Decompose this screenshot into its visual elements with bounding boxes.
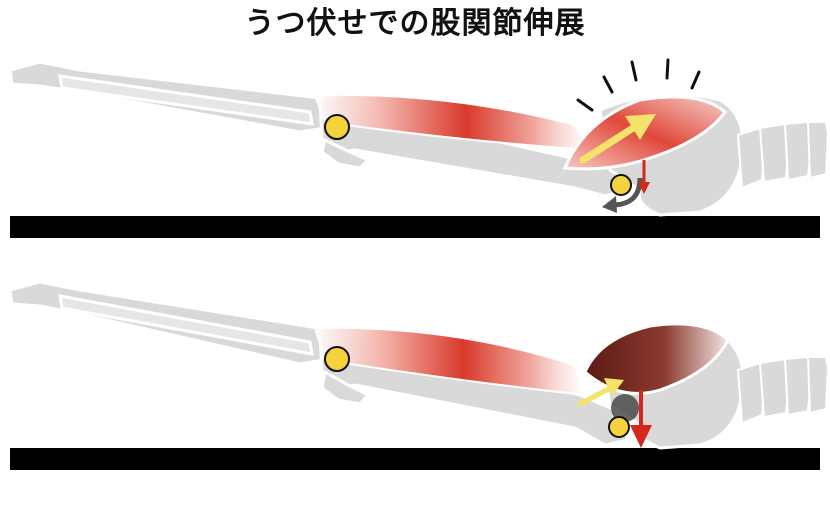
hip-press-arrow-icon: [630, 390, 652, 448]
emphasis-lines-icon: [576, 58, 701, 112]
knee-joint-icon: [324, 346, 350, 372]
hip-joint-icon: [608, 416, 630, 438]
page-title: うつ伏せでの股関節伸展: [244, 6, 586, 41]
panel-top: [8, 58, 830, 238]
floor-bar: [10, 448, 820, 470]
spine-vertebra-icon: [736, 355, 830, 425]
hip-press-arrow-icon: [638, 160, 650, 194]
tibia-bone-icon: [8, 280, 330, 366]
hamstring-muscle-icon: [313, 326, 587, 397]
hip-joint-icon: [610, 174, 632, 196]
glute-muscle-icon: [583, 322, 730, 395]
glute-muscle-icon: [562, 95, 728, 171]
knee-joint-icon: [324, 114, 350, 140]
spine-vertebra-icon: [736, 120, 830, 190]
floor-bar: [10, 216, 820, 238]
tibia-bone-icon: [8, 60, 332, 134]
panel-bottom: [8, 280, 830, 470]
hip-socket-shadow: [611, 394, 639, 422]
glute-force-arrow-icon: [577, 378, 624, 407]
glute-force-arrow-icon: [579, 114, 656, 164]
